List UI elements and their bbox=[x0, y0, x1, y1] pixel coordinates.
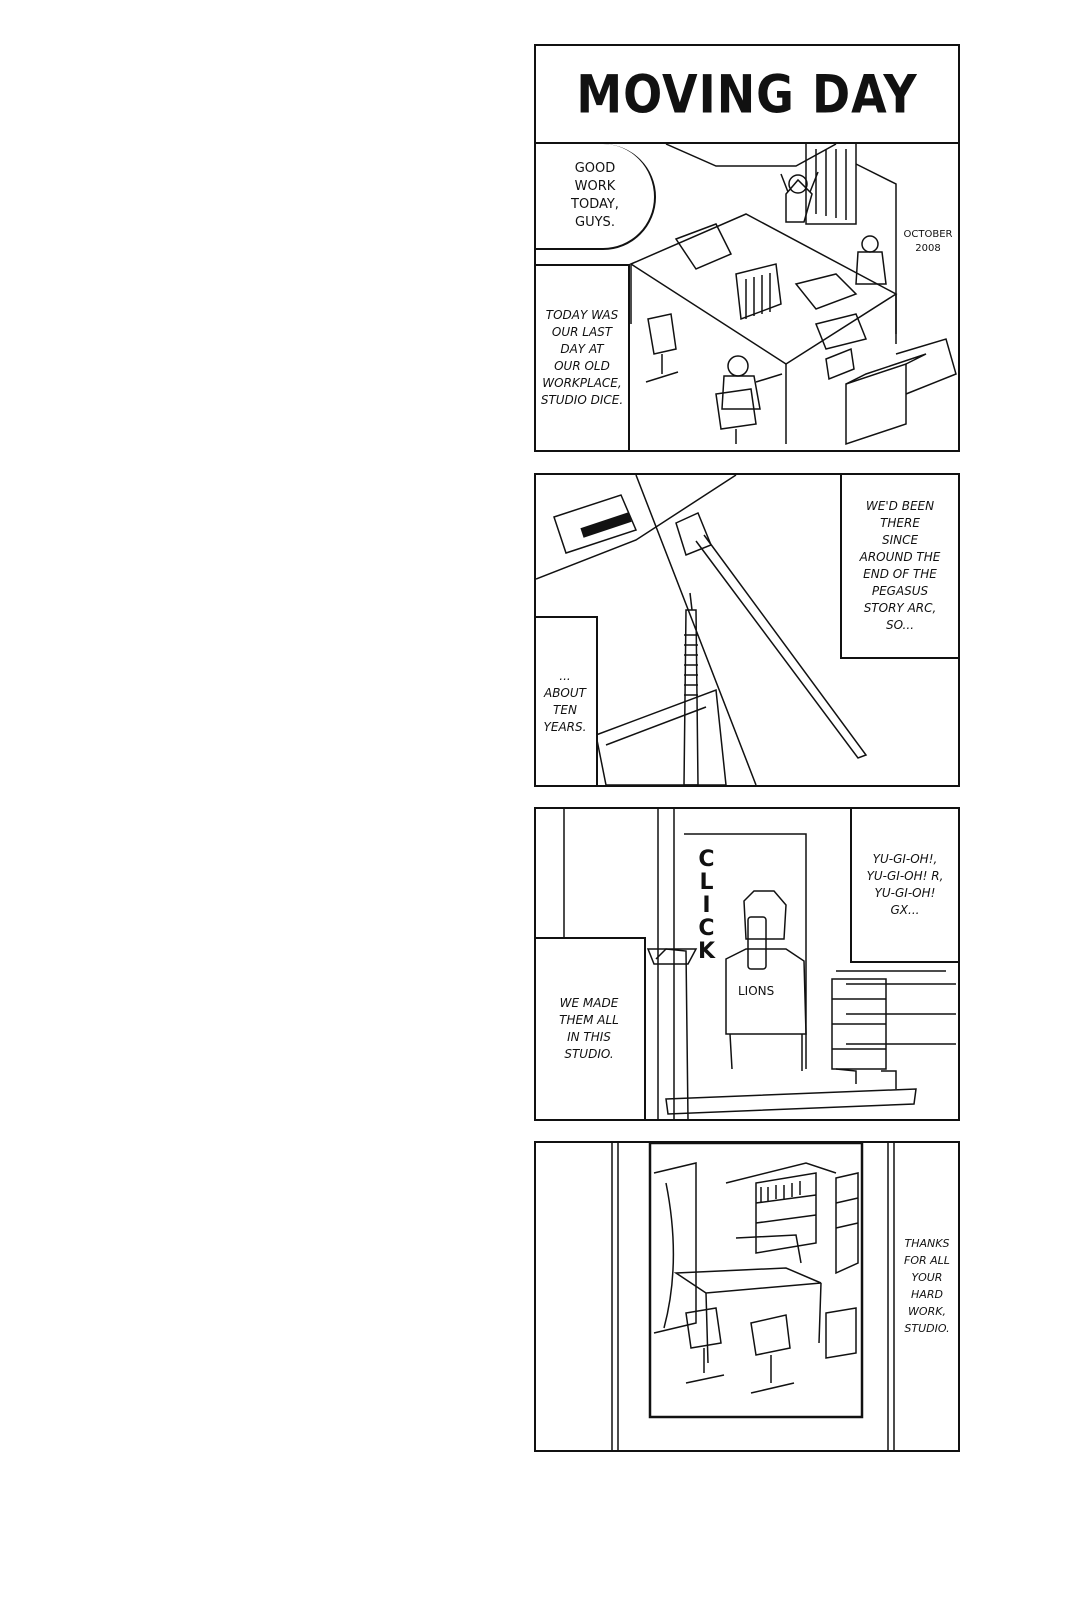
caption-box-top: WE'D BEEN THERE SINCE AROUND THE END OF … bbox=[840, 475, 958, 659]
shirt-print: LIONS bbox=[738, 984, 775, 998]
caption-text: THANKS FOR ALL YOUR HARD WORK, STUDIO. bbox=[904, 1237, 950, 1335]
date-caption: OCTOBER 2008 bbox=[898, 228, 958, 256]
panel-4: THANKS FOR ALL YOUR HARD WORK, STUDIO. bbox=[534, 1141, 960, 1452]
comic-strip: MOVING DAY bbox=[534, 44, 960, 1452]
title-panel: MOVING DAY bbox=[534, 44, 960, 144]
photographer-illustration bbox=[563, 809, 956, 1119]
caption-box-bottom: ... ABOUT TEN YEARS. bbox=[536, 616, 598, 785]
studio-office-illustration bbox=[629, 144, 957, 446]
empty-studio-illustration bbox=[611, 1143, 895, 1450]
panel-2: WE'D BEEN THERE SINCE AROUND THE END OF … bbox=[534, 473, 960, 787]
comic-title: MOVING DAY bbox=[576, 62, 918, 126]
caption-box-bottom: WE MADE THEM ALL IN THIS STUDIO. bbox=[536, 937, 646, 1119]
caption-box: TODAY WAS OUR LAST DAY AT OUR OLD WORKPL… bbox=[536, 264, 630, 450]
caption-box-top: YU-GI-OH!, YU-GI-OH! R, YU-GI-OH! GX... bbox=[850, 809, 958, 963]
panel-1: GOOD WORK TODAY, GUYS. OCTOBER 2008 TODA… bbox=[534, 142, 960, 452]
drawing-tools-illustration bbox=[536, 475, 868, 785]
balloon-text: GOOD WORK TODAY, GUYS. bbox=[571, 161, 619, 230]
speech-balloon: GOOD WORK TODAY, GUYS. bbox=[536, 144, 656, 250]
panel-3: YU-GI-OH!, YU-GI-OH! R, YU-GI-OH! GX... … bbox=[534, 807, 960, 1121]
click-sound-effect: CLICK bbox=[694, 847, 719, 962]
